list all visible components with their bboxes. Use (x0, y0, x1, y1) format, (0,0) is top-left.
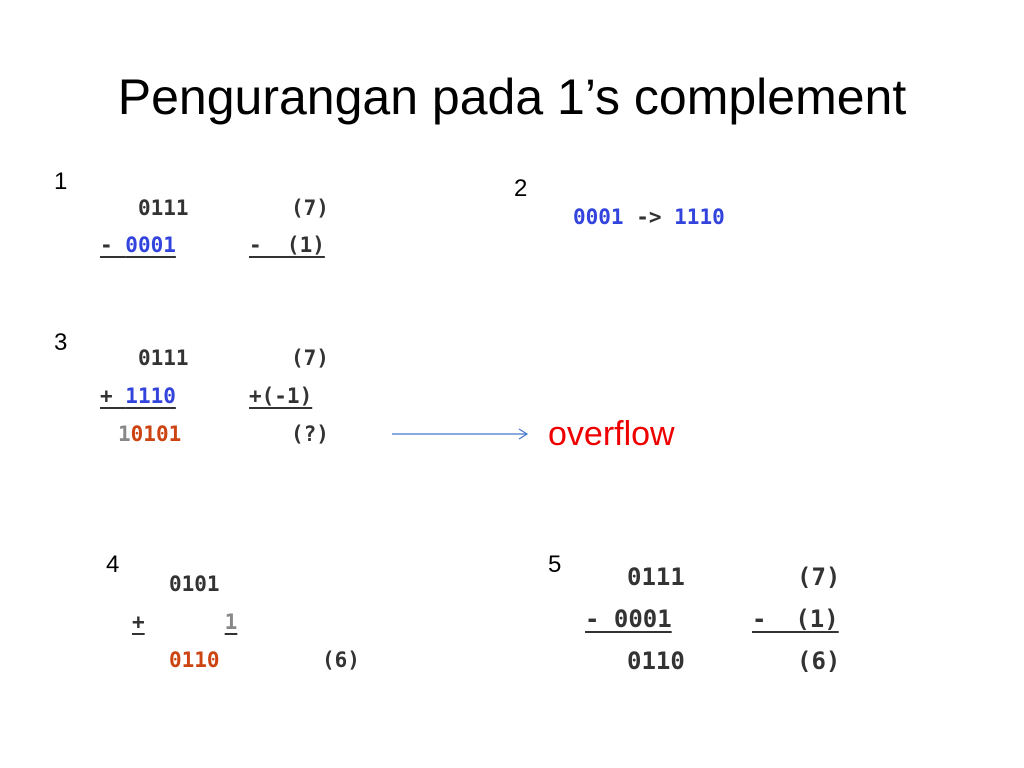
ex4-row2-operator: + (132, 610, 145, 634)
ex1-row2-decimal: - (1) (249, 233, 325, 257)
ex4-result-decimal: (6) (322, 648, 360, 672)
ex1-row1-decimal: (7) (291, 196, 329, 220)
ex1-row1-binary: 0111 (138, 196, 189, 220)
ex3-result-decimal: (?) (291, 422, 329, 446)
ex4-row2: +1 (132, 608, 240, 636)
ex5-row2-decimal: - (1) (752, 605, 839, 633)
ex3-row2-binary: + 1110 (100, 382, 176, 410)
slide-title: Pengurangan pada 1’s complement (117, 69, 907, 125)
ex3-row2-decimal: +(-1) (249, 384, 313, 408)
ex2-from: 0001 (573, 205, 624, 229)
example-3-number: 3 (54, 329, 68, 356)
ex4-row1-binary: 0101 (169, 572, 220, 596)
ex5-row1-binary: 0111 (627, 563, 685, 591)
ex2-to: 1110 (674, 205, 725, 229)
ex5-result-binary: 0110 (627, 647, 685, 675)
right-arrow-icon (392, 428, 529, 440)
ex2-conversion: 0001 -> 1110 (573, 203, 725, 231)
ex5-row1-decimal: (7) (797, 563, 841, 591)
ex5-result-decimal: (6) (797, 647, 841, 675)
ex1-row2-operator: - (100, 233, 126, 257)
ex4-row2-operand: 1 (224, 610, 238, 634)
ex3-result-binary: 10101 (118, 420, 181, 448)
ex2-arrow: -> (623, 205, 675, 229)
overflow-label: overflow (548, 415, 675, 453)
ex4-result-binary: 0110 (169, 648, 220, 672)
example-5-number: 5 (548, 551, 562, 578)
ex1-row2-operand: 0001 (125, 233, 176, 257)
ex5-row2-binary: - 0001 (585, 605, 672, 633)
example-4-number: 4 (106, 551, 120, 578)
ex3-carry-bit: 1 (118, 422, 131, 446)
ex3-result-bits: 0101 (130, 422, 182, 446)
ex3-row2-operator: + (100, 384, 126, 408)
example-2-number: 2 (514, 175, 528, 202)
arrow-head (518, 428, 529, 440)
ex1-row2-binary: - 0001 (100, 231, 176, 259)
ex3-row1-decimal: (7) (291, 346, 329, 370)
example-1-number: 1 (54, 168, 68, 195)
ex3-row1-binary: 0111 (138, 346, 189, 370)
ex3-row2-operand: 1110 (125, 384, 176, 408)
